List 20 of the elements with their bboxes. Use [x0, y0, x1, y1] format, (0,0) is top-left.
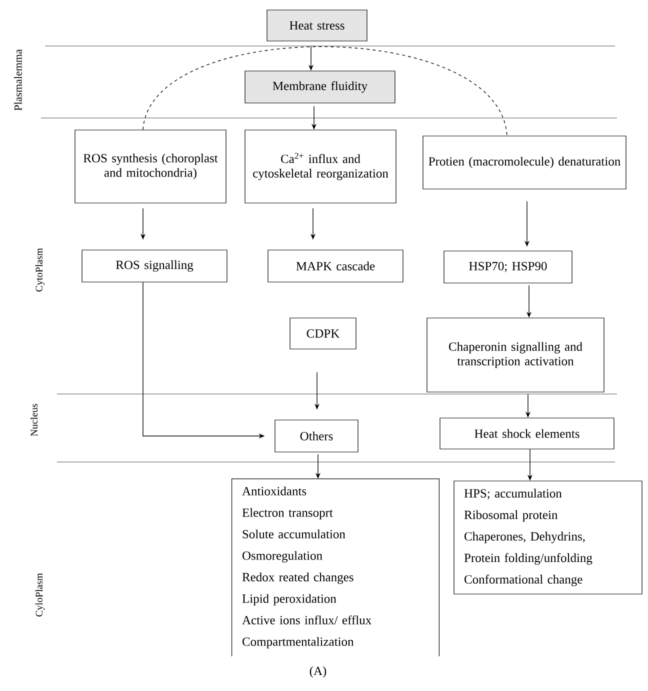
process-box: Others — [274, 420, 358, 452]
process-box: ROS synthesis (choroplast and mitochondria) — [74, 130, 226, 204]
dashed-curve — [142, 46, 508, 136]
process-box: Protien (macromolecule) denaturation — [422, 136, 626, 190]
region-label: CytoPlasm — [35, 248, 45, 292]
region-label: Nucleus — [30, 404, 38, 436]
process-box: Heat stress — [266, 10, 368, 42]
process-box: Ca$^{2+}$ influx and cytoskeletal reorganization — [244, 130, 396, 204]
process-box: CDPK — [290, 318, 356, 350]
process-box: Heat shock elements — [440, 418, 614, 450]
list-box: Antioxidants Electron transoprt Solute accumulation Osmoregulation Redox reated changes Lipid peroxidation Active ions influx/ efflux Compartmentalization — [232, 478, 440, 656]
process-box: Chaperonin signalling and transcription activation — [426, 318, 604, 392]
process-box: HSP70; HSP90 — [444, 250, 572, 284]
process-box: Membrane fluidity — [244, 70, 396, 104]
region-label: Plasmalemma — [14, 49, 22, 111]
list-box: HPS; accumulation Ribosomal protein Chaperones, Dehydrins, Protein folding/unfolding Conformational change — [454, 480, 642, 594]
region-label: CyloPlasm — [35, 573, 45, 617]
caption: (A) — [310, 666, 326, 678]
process-box: MAPK cascade — [268, 250, 404, 282]
process-box: ROS signalling — [82, 250, 228, 282]
